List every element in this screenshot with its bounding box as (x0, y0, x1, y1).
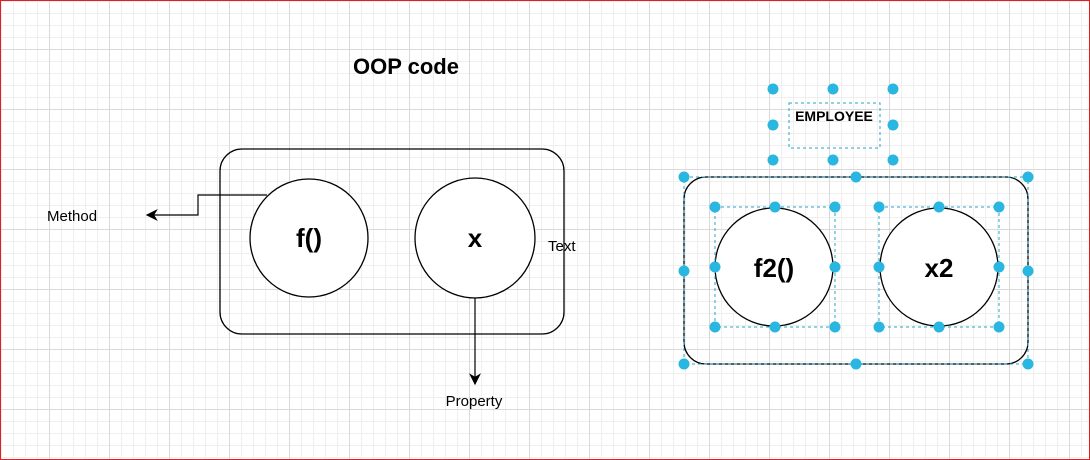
selection-handle[interactable] (850, 171, 862, 183)
selection-handle[interactable] (769, 321, 781, 333)
selection-handle[interactable] (767, 154, 779, 166)
employee-header-selection-outline (788, 102, 881, 149)
property2-circle-label: x2 (925, 253, 954, 283)
right-object-group-selected[interactable]: EMPLOYEE f2() x2 (678, 83, 1034, 370)
property-circle-label: x (468, 223, 483, 253)
selection-handle[interactable] (993, 321, 1005, 333)
selection-handle[interactable] (993, 201, 1005, 213)
selection-handle[interactable] (1022, 358, 1034, 370)
selection-handle[interactable] (887, 83, 899, 95)
object-container-box[interactable] (219, 148, 565, 335)
property-label[interactable]: Property (446, 393, 503, 410)
selection-handle[interactable] (887, 119, 899, 131)
selection-handle[interactable] (709, 261, 721, 273)
selection-handle[interactable] (873, 261, 885, 273)
selection-handle[interactable] (829, 261, 841, 273)
selection-handle[interactable] (709, 321, 721, 333)
selection-handle[interactable] (1022, 265, 1034, 277)
left-object-group[interactable]: f() x Text Method Property (47, 148, 576, 410)
employee-header-label[interactable]: EMPLOYEE (795, 108, 873, 124)
selection-handle[interactable] (678, 171, 690, 183)
selection-handle[interactable] (873, 201, 885, 213)
selection-handle[interactable] (1022, 171, 1034, 183)
selection-handle[interactable] (678, 265, 690, 277)
selection-handle[interactable] (829, 321, 841, 333)
selection-handle[interactable] (827, 83, 839, 95)
selection-handle[interactable] (993, 261, 1005, 273)
method2-circle-label: f2() (754, 253, 794, 283)
method-label[interactable]: Method (47, 208, 97, 225)
selection-handle[interactable] (709, 201, 721, 213)
selection-handles[interactable] (678, 83, 1034, 370)
selection-handle[interactable] (767, 119, 779, 131)
method-connector-arrow[interactable] (145, 194, 267, 221)
selection-handle[interactable] (827, 154, 839, 166)
selection-handle[interactable] (933, 321, 945, 333)
selection-handle[interactable] (829, 201, 841, 213)
method-circle[interactable] (249, 178, 369, 298)
method-circle-label: f() (296, 223, 322, 253)
selection-handle[interactable] (873, 321, 885, 333)
selection-handle[interactable] (678, 358, 690, 370)
selection-handle[interactable] (767, 83, 779, 95)
diagram-title[interactable]: OOP code (353, 54, 459, 79)
selection-handle[interactable] (769, 201, 781, 213)
side-text-label[interactable]: Text (548, 238, 576, 255)
selection-handle[interactable] (850, 358, 862, 370)
selection-handle[interactable] (887, 154, 899, 166)
selection-handle[interactable] (933, 201, 945, 213)
